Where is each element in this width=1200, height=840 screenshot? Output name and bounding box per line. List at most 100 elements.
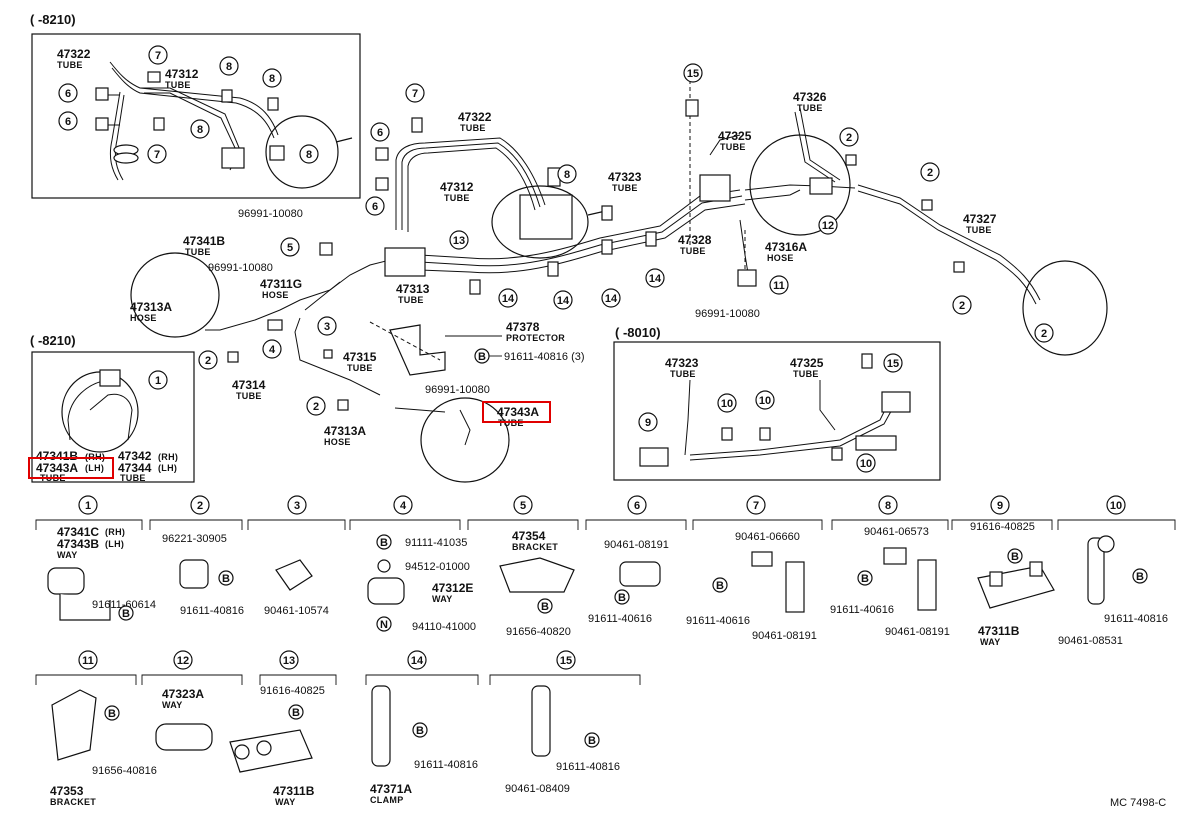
svg-text:47311B: 47311B: [978, 624, 1020, 638]
svg-text:4: 4: [269, 344, 276, 356]
svg-text:91656-40820: 91656-40820: [506, 626, 571, 638]
svg-text:B: B: [541, 601, 549, 613]
svg-text:BRACKET: BRACKET: [512, 542, 558, 552]
clip-icon: [751, 551, 773, 567]
svg-text:8: 8: [269, 73, 275, 85]
part-type: TUBE: [797, 103, 823, 113]
way-fitting-icon: [221, 147, 245, 169]
svg-text:90461-08191: 90461-08191: [752, 630, 817, 642]
part-type: TUBE: [398, 295, 424, 305]
highlight-box: [28, 457, 114, 479]
svg-text:N: N: [380, 619, 388, 631]
svg-text:91656-40816: 91656-40816: [92, 765, 157, 777]
svg-text:2: 2: [205, 355, 211, 367]
svg-text:47354: 47354: [512, 529, 546, 543]
way-fitting-icon: [267, 319, 283, 331]
clip-icon: [601, 205, 613, 221]
svg-text:WAY: WAY: [162, 700, 183, 710]
svg-text:11: 11: [773, 280, 785, 292]
legend-group-3: 3 90461-10574: [247, 495, 346, 617]
part-number: 47325: [790, 356, 824, 370]
svg-text:94512-01000: 94512-01000: [405, 561, 470, 573]
svg-text:91611-40816: 91611-40816: [180, 605, 244, 617]
legend-group-2: 2 96221-30905 B 91611-40816: [149, 495, 244, 617]
part-type: TUBE: [720, 142, 746, 152]
clip-icon: [95, 117, 109, 131]
clip-icon: [1097, 535, 1115, 553]
proportioning-valve-icon: [699, 174, 731, 202]
svg-text:2: 2: [313, 401, 319, 413]
part-number: 47312: [440, 180, 474, 194]
svg-text:4: 4: [400, 500, 407, 512]
master-cylinder-icon: [491, 185, 611, 259]
svg-text:90461-06660: 90461-06660: [735, 531, 800, 543]
part-type: TUBE: [612, 183, 638, 193]
svg-text:10: 10: [721, 398, 733, 410]
part-type: TUBE: [680, 246, 706, 256]
legend-group-5: 5 47354 BRACKET B 91656-40820: [467, 495, 579, 638]
svg-text:90461-08409: 90461-08409: [505, 783, 570, 795]
inset-frame: [31, 351, 195, 483]
part-number: 47343A: [36, 461, 78, 475]
svg-text:14: 14: [411, 655, 424, 667]
svg-text:B: B: [122, 608, 130, 620]
svg-text:47343B: 47343B: [57, 537, 99, 551]
inset-header: ( -8210): [30, 12, 76, 27]
svg-text:7: 7: [412, 88, 418, 100]
part-type: TUBE: [444, 193, 470, 203]
front-wheel-left-icon: [130, 252, 220, 338]
svg-text:B: B: [861, 573, 869, 585]
svg-text:10: 10: [759, 395, 771, 407]
svg-text:3: 3: [324, 321, 330, 333]
svg-text:8: 8: [197, 124, 203, 136]
part-number: 47328: [678, 233, 712, 247]
svg-text:7: 7: [154, 149, 160, 161]
clip-icon: [267, 97, 279, 111]
callout-markers: 7 6 6 8 13 5 15 2 2 12 11 2 2 14 14 14 1…: [198, 63, 1054, 416]
svg-text:WAY: WAY: [432, 594, 453, 604]
legend-group-14: 14 B 91611-40816 47371A CLAMP: [365, 650, 479, 805]
svg-text:B: B: [380, 537, 388, 549]
clip-icon: [375, 147, 389, 161]
clamp-icon: [785, 561, 805, 613]
grommet-icon: [113, 152, 139, 164]
svg-text:15: 15: [560, 655, 572, 667]
svg-text:1: 1: [85, 500, 91, 512]
clip-icon: [227, 351, 239, 363]
inset-frame: [613, 341, 941, 481]
svg-text:6: 6: [634, 500, 640, 512]
clip-icon: [221, 89, 233, 103]
svg-text:91611-40616: 91611-40616: [830, 604, 894, 616]
clip-icon: [845, 154, 857, 166]
side-label: (RH): [158, 452, 178, 462]
part-number: 96991-10080: [425, 384, 490, 396]
inset-mid-left: ( -8210) 1 47341B (RH) 47343A (LH) TUBE …: [28, 333, 195, 483]
clip-icon: [375, 177, 389, 191]
svg-text:5: 5: [520, 500, 526, 512]
svg-text:WAY: WAY: [980, 637, 1001, 647]
svg-text:3: 3: [294, 500, 300, 512]
part-type: TUBE: [120, 473, 146, 483]
part-type: TUBE: [670, 369, 696, 379]
svg-text:B: B: [222, 573, 230, 585]
svg-text:91111-41035: 91111-41035: [405, 537, 467, 549]
svg-text:47371A: 47371A: [370, 782, 412, 796]
legend-group-11: 11 B 91656-40816 47353 BRACKET: [35, 650, 157, 807]
part-number: 47341B: [183, 234, 225, 248]
part-number: 47316A: [765, 240, 807, 254]
clip-icon: [269, 145, 285, 161]
svg-text:47312E: 47312E: [432, 581, 473, 595]
hose-icon: [855, 435, 897, 451]
clip-icon: [469, 279, 481, 295]
part-type: TUBE: [236, 391, 262, 401]
way-fitting-icon: [155, 723, 213, 751]
clip-icon: [547, 261, 559, 277]
svg-text:12: 12: [822, 220, 834, 232]
part-type: TUBE: [165, 80, 191, 90]
clip-icon: [411, 117, 423, 133]
way-fitting-icon: [367, 577, 405, 605]
clip-icon: [147, 71, 161, 83]
part-number: 96991-10080: [208, 262, 273, 274]
svg-text:WAY: WAY: [57, 550, 78, 560]
svg-text:6: 6: [377, 127, 383, 139]
